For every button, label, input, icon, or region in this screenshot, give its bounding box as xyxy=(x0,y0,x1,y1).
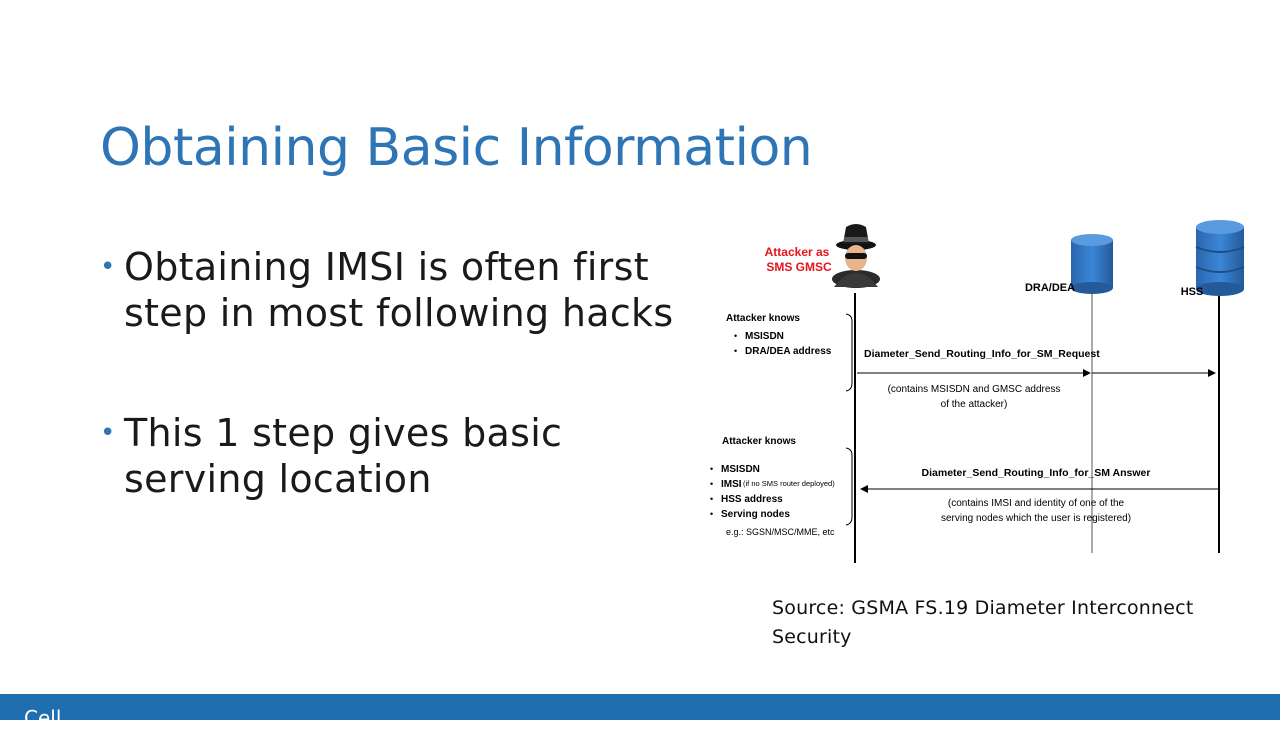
knows-before-item: MSISDN xyxy=(745,331,784,342)
knows-after-item: IMSI xyxy=(721,479,742,490)
knows-after-heading: Attacker knows xyxy=(722,436,796,447)
knows-after-item: MSISDN xyxy=(721,464,760,475)
knows-before-bullet-icon: • xyxy=(734,346,737,356)
answer-label: Diameter_Send_Routing_Info_for_SM Answer xyxy=(922,467,1151,479)
spy-icon xyxy=(832,224,880,288)
attacker-label-line2: SMS GMSC xyxy=(766,260,832,274)
bullet-text: Obtaining IMSI is often first step in mo… xyxy=(124,245,674,335)
knows-after-bullet-icon: • xyxy=(710,509,713,519)
bullet-dot-icon: • xyxy=(100,418,116,448)
bullet-dot-icon: • xyxy=(100,252,116,282)
knows-after-item: Serving nodes xyxy=(721,509,790,520)
knows-after-bullet-icon: • xyxy=(710,494,713,504)
bullet-text: This 1 step gives basic serving location xyxy=(124,411,563,501)
knows-after-imsi-note: (if no SMS router deployed) xyxy=(743,479,835,488)
source-citation: Source: GSMA FS.19 Diameter Interconnect… xyxy=(772,597,1194,648)
bullet-list: • Obtaining IMSI is often first step in … xyxy=(100,244,700,576)
knows-before-item: DRA/DEA address xyxy=(745,346,832,357)
footer-text: Cell xyxy=(24,706,62,730)
request-note-line2: of the attacker) xyxy=(941,399,1008,410)
hss-database-icon xyxy=(1195,220,1245,296)
hss-label: HSS xyxy=(1181,286,1204,298)
bullet-item: • This 1 step gives basic serving locati… xyxy=(100,410,700,502)
knows-after-item: HSS address xyxy=(721,494,783,505)
sequence-diagram: Attacker as SMS GMSC DRA/DEA HSS Attacke… xyxy=(710,220,1245,563)
bullet-item: • Obtaining IMSI is often first step in … xyxy=(100,244,700,336)
knows-before-heading: Attacker knows xyxy=(726,313,800,324)
knows-after-brace xyxy=(845,447,853,526)
footer-bar xyxy=(0,694,1280,720)
knows-before-bullet-icon: • xyxy=(734,331,737,341)
dra-label: DRA/DEA xyxy=(1025,282,1075,294)
answer-note-line1: (contains IMSI and identity of one of th… xyxy=(948,498,1125,509)
slide-title: Obtaining Basic Information xyxy=(100,118,813,178)
answer-note-line2: serving nodes which the user is register… xyxy=(941,513,1131,524)
request-note-line1: (contains MSISDN and GMSC address xyxy=(888,384,1061,395)
dra-database-icon xyxy=(1071,234,1113,294)
knows-after-example: e.g.: SGSN/MSC/MME, etc xyxy=(726,527,835,537)
knows-before-brace xyxy=(845,313,853,392)
request-label: Diameter_Send_Routing_Info_for_SM_Reques… xyxy=(864,348,1100,360)
knows-after-bullet-icon: • xyxy=(710,464,713,474)
knows-after-bullet-icon: • xyxy=(710,479,713,489)
attacker-label-line1: Attacker as xyxy=(765,245,830,259)
